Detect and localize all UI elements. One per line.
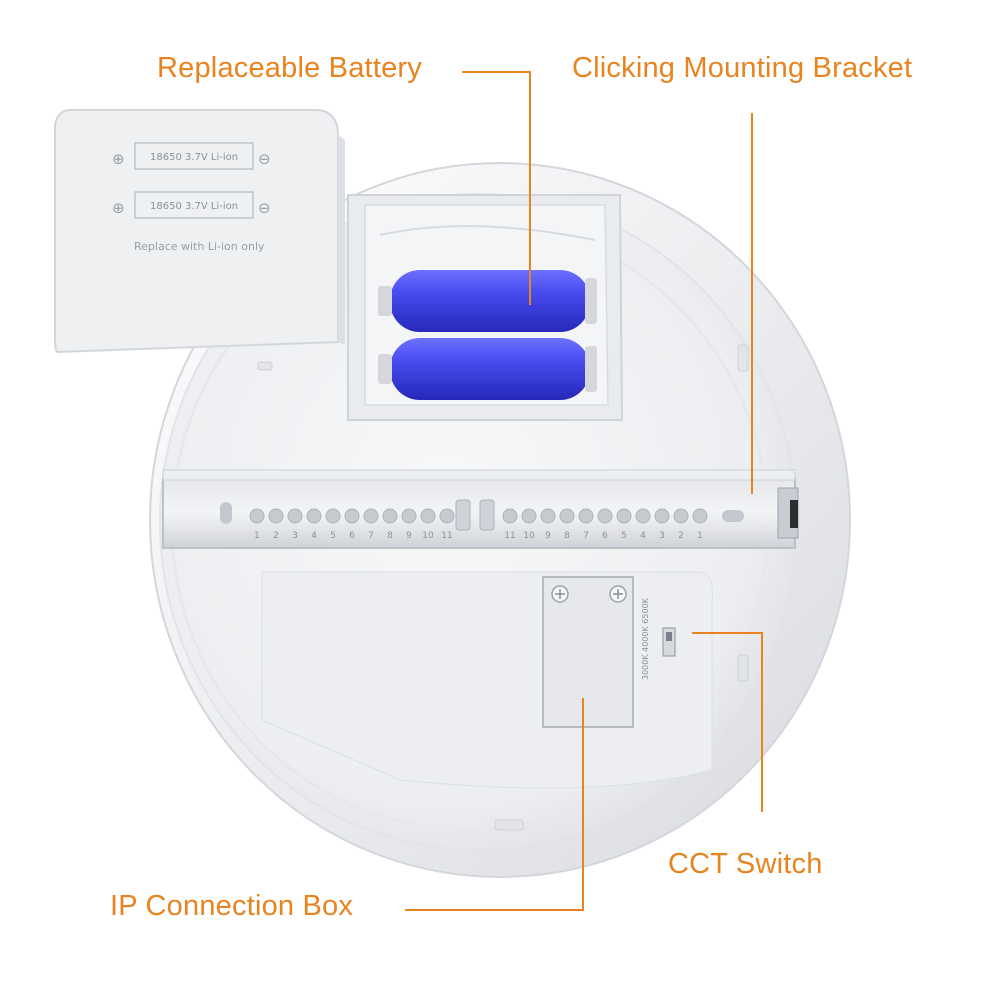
bracket-scale-number: 5 — [621, 531, 627, 541]
bracket-slot-hole — [692, 508, 708, 524]
bracket-scale-number: 9 — [406, 531, 412, 541]
battery-compartment — [347, 194, 624, 421]
bracket-scale-number: 2 — [678, 531, 684, 541]
bracket-slot-hole — [673, 508, 689, 524]
bracket-scale-number: 3 — [292, 531, 298, 541]
plus-icon: ⊕ — [112, 199, 125, 217]
bracket-slot-hole — [578, 508, 594, 524]
bracket-scale-number: 1 — [697, 531, 703, 541]
bracket-scale-number: 4 — [311, 531, 317, 541]
bracket-scale-right: 11 10 9 8 7 6 5 4 3 2 1 — [504, 531, 703, 541]
bracket-slot-hole — [363, 508, 379, 524]
cover-slot-1-label: 18650 3.7V Li-ion — [150, 152, 238, 163]
bracket-scale-number: 11 — [504, 531, 515, 541]
cct-options-label: 3000K 4000K 6500K — [641, 597, 650, 680]
bracket-scale-number: 9 — [545, 531, 551, 541]
bracket-scale-number: 8 — [564, 531, 570, 541]
bracket-scale-number: 1 — [254, 531, 260, 541]
bracket-scale-number: 3 — [659, 531, 665, 541]
callout-cct-switch: CCT Switch — [668, 848, 823, 880]
ip-connection-box: 3000K 4000K 6500K — [261, 571, 713, 789]
bracket-scale-number: 6 — [602, 531, 608, 541]
bracket-scale-number: 8 — [387, 531, 393, 541]
bracket-scale-number: 10 — [422, 531, 434, 541]
bracket-scale-number: 6 — [349, 531, 355, 541]
leader-lines — [405, 71, 763, 911]
bracket-slot-hole — [521, 508, 537, 524]
minus-icon: ⊖ — [258, 150, 271, 168]
bracket-slot-hole — [268, 508, 284, 524]
bracket-slot-hole — [559, 508, 575, 524]
bracket-slot-hole — [502, 508, 518, 524]
bracket-slot-hole — [540, 508, 556, 524]
callout-replaceable-battery: Replaceable Battery — [157, 52, 422, 84]
cover-note: Replace with Li-ion only — [134, 240, 265, 253]
bracket-slot-hole — [420, 508, 436, 524]
battery-cell-top — [378, 270, 597, 332]
plus-icon: ⊕ — [112, 150, 125, 168]
bracket-slot-hole — [287, 508, 303, 524]
bracket-scale-number: 5 — [330, 531, 336, 541]
bracket-slot-hole — [654, 508, 670, 524]
bracket-slot-hole — [597, 508, 613, 524]
bracket-slot-hole — [382, 508, 398, 524]
bracket-slot-hole — [344, 508, 360, 524]
bracket-scale-number: 11 — [441, 531, 452, 541]
mounting-bracket: 1 2 3 4 5 6 7 8 9 10 11 11 10 9 8 7 6 5 4 3 2 1 — [162, 469, 799, 549]
bracket-scale-number: 7 — [583, 531, 589, 541]
bracket-slot-hole — [249, 508, 265, 524]
battery-cell-bottom — [378, 338, 597, 400]
bracket-scale-left: 1 2 3 4 5 6 7 8 9 10 11 — [254, 531, 453, 541]
minus-icon: ⊖ — [258, 199, 271, 217]
bracket-slot-hole — [401, 508, 417, 524]
bracket-slot-hole — [439, 508, 455, 524]
callout-ip-connection-box: IP Connection Box — [110, 890, 354, 922]
bracket-scale-number: 10 — [523, 531, 535, 541]
bracket-slot-hole — [616, 508, 632, 524]
cover-slot-2-label: 18650 3.7V Li-ion — [150, 201, 238, 212]
bracket-slot-hole — [325, 508, 341, 524]
bracket-scale-number: 7 — [368, 531, 374, 541]
bracket-scale-number: 4 — [640, 531, 646, 541]
bracket-slot-hole — [635, 508, 651, 524]
bracket-slot-hole — [306, 508, 322, 524]
battery-cover: 18650 3.7V Li-ion 18650 3.7V Li-ion ⊕ ⊖ … — [54, 109, 345, 354]
bracket-scale-number: 2 — [273, 531, 279, 541]
callout-mounting-bracket: Clicking Mounting Bracket — [572, 52, 913, 84]
